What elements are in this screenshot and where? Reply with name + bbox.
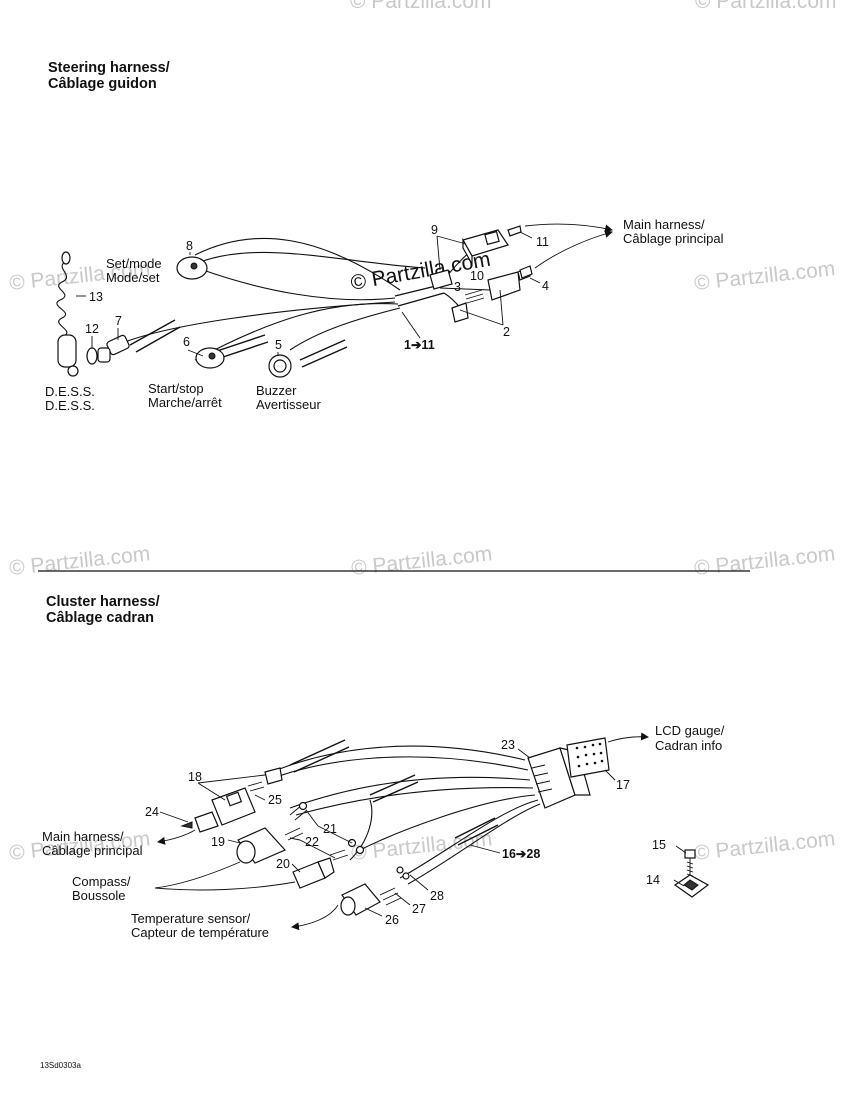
lcd-pins (575, 742, 604, 768)
steering-labels: Main harness/ Câblage principal Set/mode… (45, 217, 724, 413)
callout-17: 17 (616, 778, 630, 792)
callout-21: 21 (323, 822, 337, 836)
callout-5: 5 (275, 338, 282, 352)
label-temperature-en: Temperature sensor/ (131, 911, 251, 926)
cluster-title-en: Cluster harness/ (46, 594, 160, 610)
label-buzzer-en: Buzzer (256, 383, 297, 398)
callout-28: 28 (430, 889, 444, 903)
watermark: © Partzilla.com (693, 827, 836, 865)
callout-8: 8 (186, 239, 193, 253)
label-buzzer-fr: Avertisseur (256, 397, 321, 412)
callout-26: 26 (385, 913, 399, 927)
callout-6: 6 (183, 335, 190, 349)
label-start-stop-fr: Marche/arrêt (148, 395, 222, 410)
callout-12: 12 (85, 322, 99, 336)
callout-24: 24 (145, 805, 159, 819)
label-main-harness-en: Main harness/ (42, 829, 124, 844)
callout-14: 14 (646, 873, 660, 887)
label-temperature-fr: Capteur de température (131, 925, 269, 940)
callout-15: 15 (652, 838, 666, 852)
label-compass-fr: Boussole (72, 888, 125, 903)
label-set-mode-en: Set/mode (106, 256, 162, 271)
label-start-stop-en: Start/stop (148, 381, 204, 396)
callout-16-to-28: 16➔28 (502, 847, 540, 861)
label-main-harness-fr: Câblage principal (42, 843, 143, 858)
steering-harness-drawing (56, 223, 613, 378)
callout-4: 4 (542, 279, 549, 293)
callout-19: 19 (211, 835, 225, 849)
callout-11: 11 (536, 235, 549, 249)
callout-9: 9 (431, 223, 438, 237)
callout-23: 23 (501, 738, 515, 752)
cluster-harness-drawing (154, 732, 710, 931)
callout-25: 25 (268, 793, 282, 807)
steering-title-en: Steering harness/ (48, 60, 170, 76)
label-dess-en: D.E.S.S. (45, 384, 95, 399)
label-main-harness-en: Main harness/ (623, 217, 705, 232)
callout-3: 3 (454, 280, 461, 294)
steering-title-fr: Câblage guidon (48, 76, 157, 92)
label-main-harness-fr: Câblage principal (623, 231, 724, 246)
callout-20: 20 (276, 857, 290, 871)
label-compass-en: Compass/ (72, 874, 131, 889)
watermark: © Partzilla.com (693, 542, 836, 580)
callout-18: 18 (188, 770, 202, 784)
watermark: © Partzilla.com (350, 542, 493, 580)
label-lcd-gauge-fr: Cadran info (655, 738, 722, 753)
label-lcd-gauge-en: LCD gauge/ (655, 723, 725, 738)
callout-10: 10 (470, 269, 484, 283)
callout-27: 27 (412, 902, 426, 916)
footer-code: 13Sd0303a (40, 1061, 81, 1070)
cluster-section-title: Cluster harness/ Câblage cadran (46, 594, 160, 626)
callout-1-to-11: 1➔11 (404, 338, 435, 352)
watermark: © Partzilla.com (693, 257, 836, 295)
watermark: © Partzilla.com (695, 0, 837, 13)
callout-2: 2 (503, 325, 510, 339)
watermark: © Partzilla.com (8, 542, 151, 580)
callout-13: 13 (89, 290, 103, 304)
callout-22: 22 (305, 835, 319, 849)
watermark: © Partzilla.com (350, 0, 492, 13)
cluster-title-fr: Câblage cadran (46, 610, 154, 626)
label-set-mode-fr: Mode/set (106, 270, 160, 285)
steering-section-title: Steering harness/ Câblage guidon (48, 60, 170, 92)
cluster-labels: LCD gauge/ Cadran info Main harness/ Câb… (42, 723, 725, 940)
label-dess-fr: D.E.S.S. (45, 398, 95, 413)
callout-7: 7 (115, 314, 122, 328)
